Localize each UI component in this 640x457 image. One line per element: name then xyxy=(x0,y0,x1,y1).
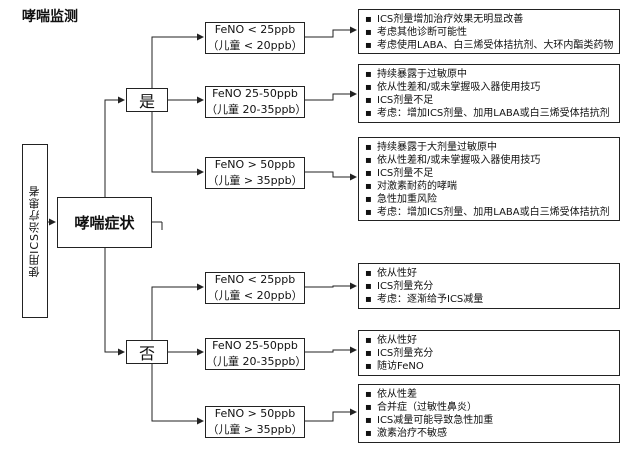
child-threshold: （儿童 < 20ppb） xyxy=(207,39,303,52)
feno-threshold: FeNO > 50ppb xyxy=(214,407,296,420)
outcome-item: 依从性好 xyxy=(365,267,613,280)
outcome-item: 依从性好 xyxy=(365,334,613,347)
outcome-item: 对激素耐药的哮喘 xyxy=(365,180,613,193)
child-threshold: （儿童 20-35ppb） xyxy=(206,103,307,116)
outcome-item: 考虑：逐渐给予ICS减量 xyxy=(365,293,613,306)
child-threshold: （儿童 < 20ppb） xyxy=(207,289,303,302)
outcome-item: ICS剂量增加治疗效果无明显改善 xyxy=(365,13,613,26)
patient-box: 使用ICS治疗患者 xyxy=(22,144,48,318)
outcome-item: 依从性差和/或未掌握吸入器使用技巧 xyxy=(365,81,613,94)
no-box: 否 xyxy=(126,340,168,364)
feno-threshold: FeNO 25-50ppb xyxy=(212,87,298,100)
outcome-item: 随访FeNO xyxy=(365,360,613,373)
symptom-box: 哮喘症状 xyxy=(57,197,152,248)
outcome-item: 依从性差 xyxy=(365,388,613,401)
no-feno-low-box: FeNO < 25ppb （儿童 < 20ppb） xyxy=(205,272,305,304)
no-label: 否 xyxy=(138,344,155,363)
outcome-item: 持续暴露于过敏原中 xyxy=(365,68,613,81)
feno-threshold: FeNO 25-50ppb xyxy=(212,339,298,352)
outcome-item: ICS剂量充分 xyxy=(365,280,613,293)
feno-threshold: FeNO < 25ppb xyxy=(214,23,296,36)
outcome-item: 考虑其他诊断可能性 xyxy=(365,26,613,39)
page-title: 哮喘监测 xyxy=(22,9,78,25)
no-feno-mid-box: FeNO 25-50ppb （儿童 20-35ppb） xyxy=(205,338,307,370)
child-threshold: （儿童 20-35ppb） xyxy=(206,355,307,368)
yes-outcome-mid-box: 持续暴露于过敏原中 依从性差和/或未掌握吸入器使用技巧 ICS剂量不足 考虑：增… xyxy=(358,64,620,123)
feno-threshold: FeNO < 25ppb xyxy=(214,273,296,286)
yes-label: 是 xyxy=(138,92,155,111)
outcome-item: 持续暴露于大剂量过敏原中 xyxy=(365,141,613,154)
outcome-item: ICS剂量不足 xyxy=(365,167,613,180)
outcome-item: ICS剂量充分 xyxy=(365,347,613,360)
yes-outcome-high-box: 持续暴露于大剂量过敏原中 依从性差和/或未掌握吸入器使用技巧 ICS剂量不足 对… xyxy=(358,137,620,221)
no-outcome-low-box: 依从性好 ICS剂量充分 考虑：逐渐给予ICS减量 xyxy=(358,263,620,309)
yes-feno-mid-box: FeNO 25-50ppb （儿童 20-35ppb） xyxy=(205,86,307,118)
outcome-item: 急性加重风险 xyxy=(365,193,613,206)
no-outcome-mid-box: 依从性好 ICS剂量充分 随访FeNO xyxy=(358,330,620,376)
outcome-item: 考虑：增加ICS剂量、加用LABA或白三烯受体拮抗剂 xyxy=(365,206,613,219)
yes-outcome-low-box: ICS剂量增加治疗效果无明显改善 考虑其他诊断可能性 考虑使用LABA、白三烯受… xyxy=(358,9,620,54)
yes-feno-low-box: FeNO < 25ppb （儿童 < 20ppb） xyxy=(205,22,305,54)
yes-feno-high-box: FeNO > 50ppb （儿童 > 35ppb） xyxy=(205,157,305,189)
outcome-item: 考虑：增加ICS剂量、加用LABA或白三烯受体拮抗剂 xyxy=(365,107,613,120)
symptom-label: 哮喘症状 xyxy=(74,214,135,232)
outcome-item: 激素治疗不敏感 xyxy=(365,427,613,440)
patient-label: 使用ICS治疗患者 xyxy=(28,184,41,278)
outcome-item: ICS减量可能导致急性加重 xyxy=(365,414,613,427)
child-threshold: （儿童 > 35ppb） xyxy=(207,423,303,436)
no-outcome-high-box: 依从性差 合并症（过敏性鼻炎） ICS减量可能导致急性加重 激素治疗不敏感 xyxy=(358,384,620,443)
feno-threshold: FeNO > 50ppb xyxy=(214,158,296,171)
child-threshold: （儿童 > 35ppb） xyxy=(207,174,303,187)
no-feno-high-box: FeNO > 50ppb （儿童 > 35ppb） xyxy=(205,406,305,438)
yes-box: 是 xyxy=(126,88,168,112)
outcome-item: 依从性差和/或未掌握吸入器使用技巧 xyxy=(365,154,613,167)
outcome-item: ICS剂量不足 xyxy=(365,94,613,107)
outcome-item: 合并症（过敏性鼻炎） xyxy=(365,401,613,414)
outcome-item: 考虑使用LABA、白三烯受体拮抗剂、大环内酯类药物 xyxy=(365,39,613,52)
